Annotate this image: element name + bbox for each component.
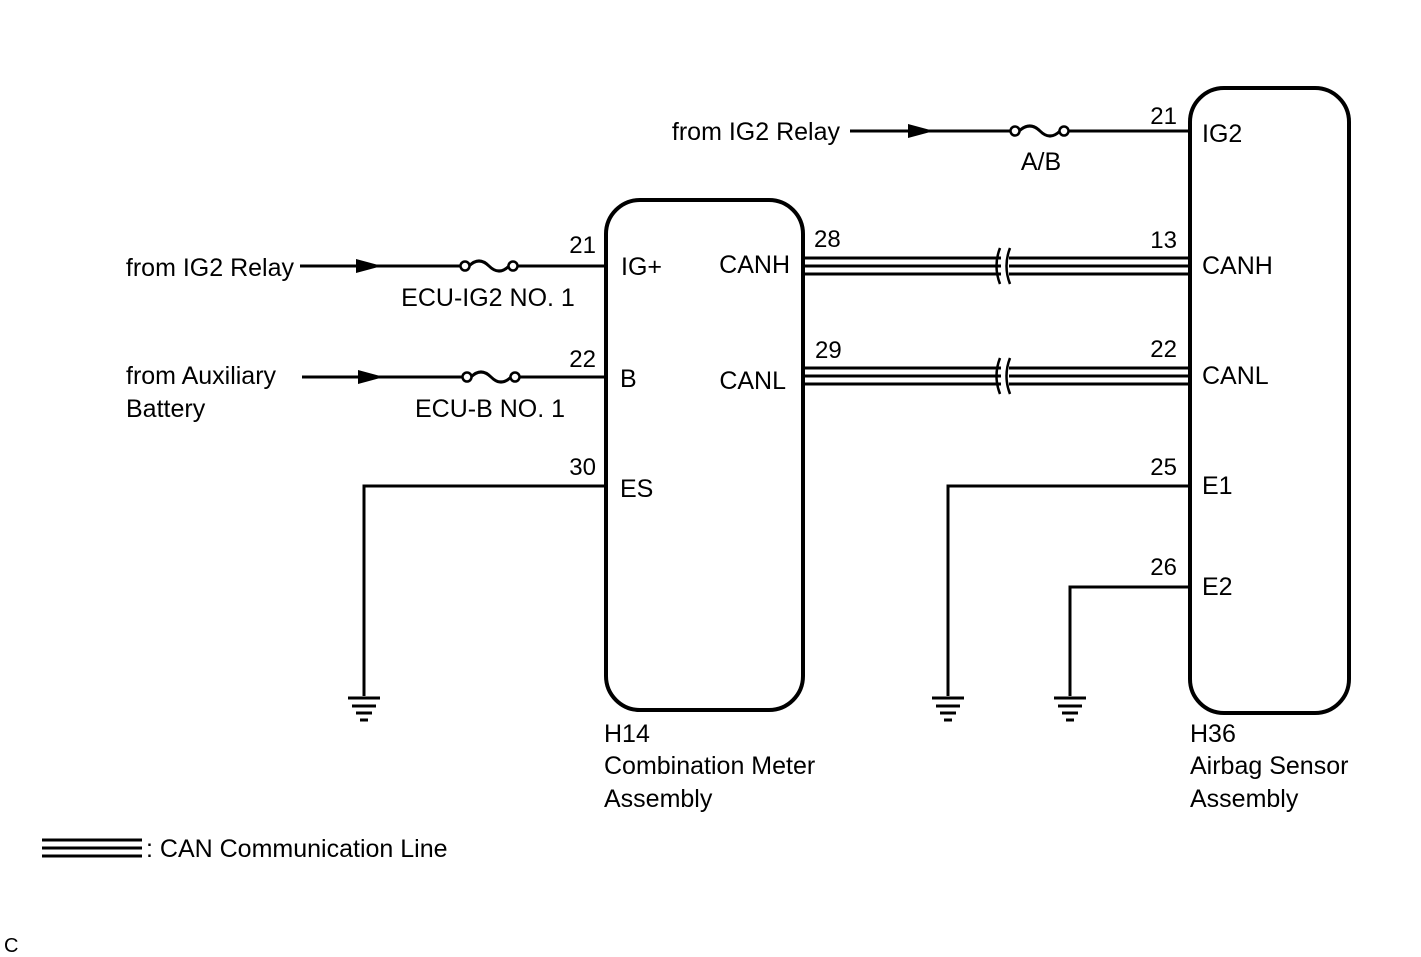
meter-name-line2: Assembly [604,785,713,813]
terminal-airbag-e2: E2 [1202,573,1233,601]
fuse-icon [459,260,471,272]
ground-icon [932,696,964,722]
pin-airbag-ig2: 21 [1150,103,1177,130]
terminal-airbag-canl: CANL [1202,362,1269,390]
terminal-meter-canl: CANL [719,367,786,395]
legend-can-line-label: : CAN Communication Line [146,835,448,863]
meter-es-ground: 30 ES [348,454,653,722]
canh-line: 28 CANH 13 CANH [719,226,1273,285]
wire-break-icon [995,247,1002,285]
combination-meter-caption: H14 Combination Meter Assembly [604,720,815,813]
pin-airbag-canl: 22 [1150,336,1177,363]
ground-icon [348,696,380,722]
pin-meter-canh: 28 [814,226,841,253]
meter-name-line1: Combination Meter [604,752,815,780]
pin-airbag-e2: 26 [1150,554,1177,581]
arrow-icon [908,124,934,138]
fuse-icon [461,371,473,383]
fuse-ab-label: A/B [1021,148,1061,176]
terminal-meter-b: B [620,365,637,393]
arrow-icon [356,259,382,273]
arrow-icon [358,370,384,384]
combination-meter-box [604,198,805,712]
terminal-meter-ig-plus: IG+ [621,253,662,281]
airbag-e1-ground: 25 E1 [932,454,1233,722]
footer-code: C [4,935,18,957]
pin-airbag-e1: 25 [1150,454,1177,481]
fuse-ecu-ig2-label: ECU-IG2 NO. 1 [401,284,575,312]
ground-icon [1054,696,1086,722]
fuse-ecu-b-label: ECU-B NO. 1 [415,395,565,423]
can-line-legend-icon [42,838,142,858]
terminal-meter-canh: CANH [719,251,790,279]
pin-meter-canl: 29 [815,337,842,364]
ig2-feed-meter: from IG2 Relay ECU-IG2 NO. 1 21 IG+ [126,232,662,312]
ig2-feed-airbag: from IG2 Relay A/B 21 IG2 [672,103,1242,176]
airbag-e2-ground: 26 E2 [1054,554,1233,722]
terminal-airbag-ig2: IG2 [1202,120,1242,148]
fuse-icon [1009,125,1021,137]
airbag-sensor-caption: H36 Airbag Sensor Assembly [1190,720,1348,813]
wire-break-icon [995,357,1002,395]
source-ig2-relay-airbag: from IG2 Relay [672,118,841,146]
pin-meter-ig-plus: 21 [569,232,596,259]
battery-feed-meter: from Auxiliary Battery ECU-B NO. 1 22 B [126,346,637,423]
legend: : CAN Communication Line [42,835,448,863]
source-aux-battery-line1: from Auxiliary [126,362,277,390]
meter-connector-code: H14 [604,720,650,748]
terminal-airbag-e1: E1 [1202,472,1233,500]
source-aux-battery-line2: Battery [126,395,206,423]
terminal-airbag-canh: CANH [1202,252,1273,280]
pin-meter-es: 30 [569,454,596,481]
airbag-connector-code: H36 [1190,720,1236,748]
airbag-sensor-box [1188,86,1351,715]
pin-airbag-canh: 13 [1150,227,1177,254]
canl-line: 29 CANL 22 CANL [719,336,1268,395]
airbag-name-line2: Assembly [1190,785,1299,813]
terminal-meter-es: ES [620,475,653,503]
airbag-name-line1: Airbag Sensor [1190,752,1348,780]
pin-meter-b: 22 [569,346,596,373]
source-ig2-relay-meter: from IG2 Relay [126,254,295,282]
